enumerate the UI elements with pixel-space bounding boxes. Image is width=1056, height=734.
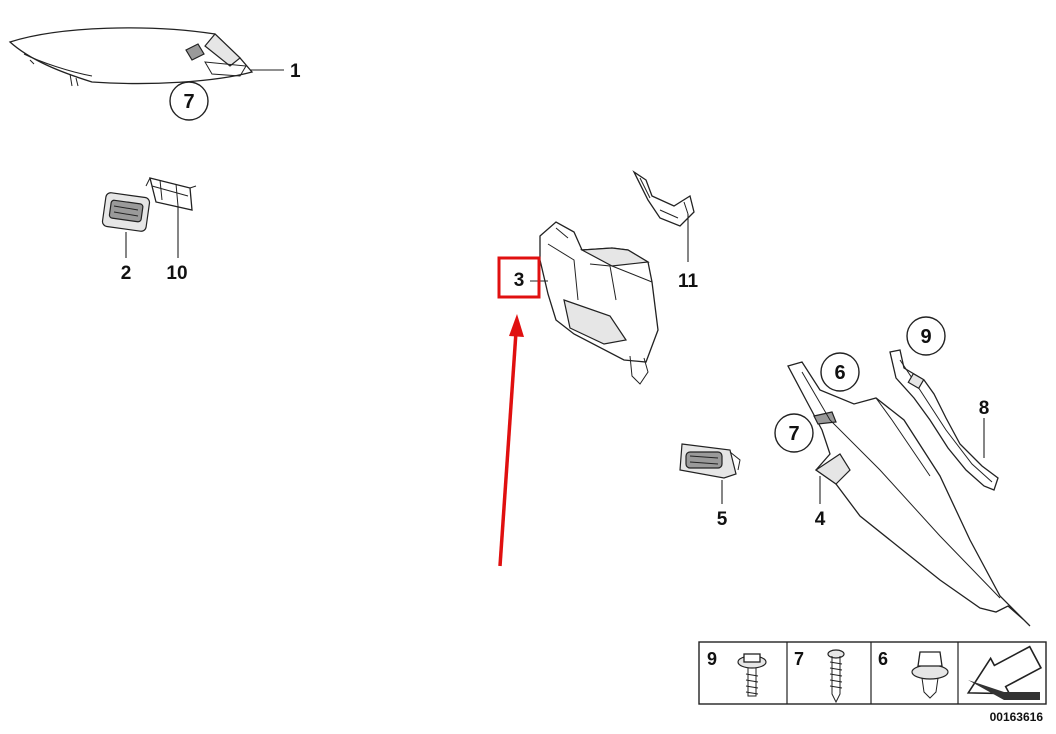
highlight-box-3: [497, 256, 541, 299]
svg-text:9: 9: [707, 649, 717, 669]
legend-item-7: 7: [794, 649, 845, 704]
svg-text:7: 7: [788, 423, 799, 445]
callout-10: 10: [166, 263, 187, 284]
legend-item-6: 6: [878, 649, 949, 699]
callout-circle-9: 9: [906, 316, 946, 356]
red-pointer-arrow-icon: [498, 314, 524, 567]
callout-circle-7-mid: 7: [774, 413, 814, 453]
part-3-pillar-trim: [539, 221, 659, 385]
screw-icon: [827, 649, 845, 704]
push-clip-icon: [911, 651, 949, 699]
legend-item-arrow: [966, 645, 1043, 700]
callout-11: 11: [678, 271, 699, 292]
part-4-lower-trim: [787, 361, 1031, 627]
callout-3: 3: [514, 270, 525, 291]
legend-item-9: 9: [707, 649, 767, 697]
callout-1: 1: [290, 61, 301, 82]
callout-circle-7-top: 7: [169, 81, 209, 121]
diagram-code: 00163616: [990, 710, 1044, 724]
callout-5: 5: [717, 509, 728, 530]
callout-8: 8: [979, 398, 990, 419]
callout-2: 2: [121, 263, 132, 284]
part-10-bracket: [145, 177, 197, 211]
part-8-bracket: [889, 349, 999, 491]
bolt-with-washer-icon: [737, 653, 767, 697]
part-11-clip: [632, 170, 695, 227]
callout-circle-6: 6: [820, 352, 860, 392]
svg-text:6: 6: [878, 649, 888, 669]
svg-text:6: 6: [834, 362, 845, 384]
part-5-switch: [679, 443, 741, 479]
svg-text:7: 7: [183, 91, 194, 113]
direction-arrow-icon: [966, 645, 1043, 700]
fastener-legend: 9 7 6: [698, 641, 1047, 705]
svg-text:7: 7: [794, 649, 804, 669]
part-2-switch: [101, 192, 151, 232]
svg-text:9: 9: [920, 326, 931, 348]
part-1-upper-trim: [8, 27, 254, 87]
callout-4: 4: [815, 509, 826, 530]
